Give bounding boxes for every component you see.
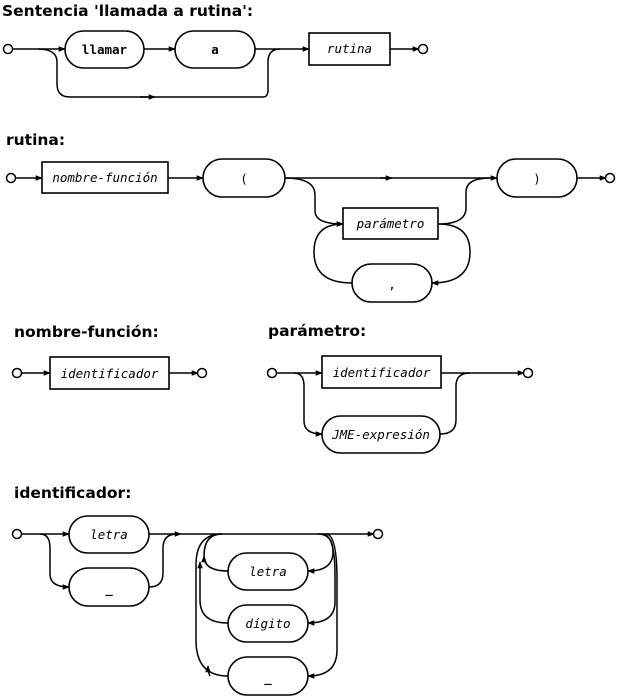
- skip-branch: [37, 48, 281, 98]
- comma-label: ,: [388, 277, 396, 292]
- end-terminal: [417, 43, 429, 55]
- nombre-funcion-nonterminal: [41, 161, 169, 194]
- rutina-nonterminal: [308, 32, 391, 66]
- letra-loop-label: letra: [249, 564, 287, 579]
- parameter-diagram: parámetro: identificador JME-expresión: [266, 322, 534, 454]
- underscore-loop-label: _: [264, 670, 272, 686]
- digito-loop-label: dígito: [245, 616, 290, 631]
- start-terminal: [2, 43, 14, 55]
- end-terminal: [196, 367, 208, 379]
- identifier-title: identificador:: [14, 484, 131, 502]
- nombre-funcion-label: nombre-función: [52, 170, 157, 185]
- start-terminal: [266, 367, 278, 379]
- a-label: a: [211, 42, 219, 57]
- jme-expresion-label: JME-expresión: [331, 427, 430, 442]
- identificador-label: identificador: [61, 366, 159, 381]
- underscore-label: _: [105, 581, 113, 597]
- end-terminal: [522, 367, 534, 379]
- sentence-title: Sentencia 'llamada a rutina':: [2, 2, 253, 20]
- close-paren-label: ): [533, 171, 541, 186]
- identificador-label: identificador: [333, 365, 431, 380]
- start-terminal: [11, 367, 23, 379]
- rutina-label: rutina: [327, 41, 372, 56]
- parametro-label: parámetro: [356, 216, 425, 231]
- llamar-label: llamar: [82, 42, 128, 57]
- identifier-diagram: identificador: letra _ letra dígito _: [11, 484, 384, 696]
- identificador-nonterminal: [321, 355, 442, 389]
- end-terminal: [372, 528, 384, 540]
- letra-label: letra: [90, 527, 128, 542]
- routine-diagram: rutina: nombre-función ( parámetro , ): [5, 131, 616, 303]
- sentence-diagram: Sentencia 'llamada a rutina': llamar a r…: [2, 2, 429, 100]
- start-terminal: [11, 528, 23, 540]
- routine-title: rutina:: [6, 131, 65, 149]
- end-terminal: [604, 172, 616, 184]
- start-terminal: [5, 172, 17, 184]
- open-paren-label: (: [240, 171, 248, 186]
- parameter-title: parámetro:: [268, 322, 366, 340]
- function-name-diagram: nombre-función: identificador: [11, 323, 208, 390]
- function-name-title: nombre-función:: [14, 323, 159, 341]
